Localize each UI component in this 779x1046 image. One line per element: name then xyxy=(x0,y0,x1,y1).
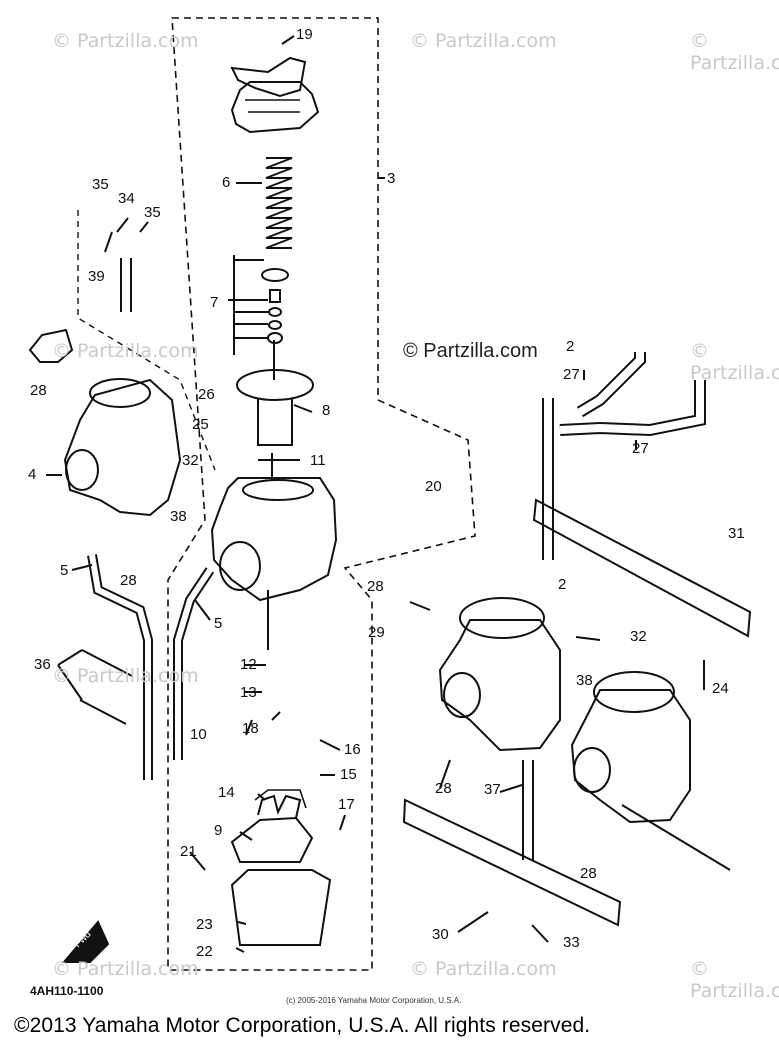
callout-37: 37 xyxy=(484,781,501,798)
callout-31: 31 xyxy=(728,525,745,542)
callout-39: 39 xyxy=(88,268,105,285)
callout-32-left: 32 xyxy=(182,452,199,469)
carb-body-far-right-top xyxy=(593,671,675,713)
callout-30: 30 xyxy=(432,926,449,943)
callout-28-b: 28 xyxy=(120,572,137,589)
callout-24: 24 xyxy=(712,680,729,697)
left-group-dashed xyxy=(77,210,216,471)
small-copyright: (c) 2005-2016 Yamaha Motor Corporation, … xyxy=(286,996,462,1005)
callout-5-left: 5 xyxy=(60,562,69,579)
callout-32-right: 32 xyxy=(630,628,647,645)
callout-6: 6 xyxy=(222,174,231,191)
watermark: © Partzilla.com xyxy=(690,30,779,74)
callout-3: 3 xyxy=(387,170,396,187)
callout-28-e: 28 xyxy=(580,865,597,882)
callout-35b: 35 xyxy=(144,204,161,221)
callout-4: 4 xyxy=(28,466,37,483)
top-cover-bracket xyxy=(230,56,307,98)
callout-12: 12 xyxy=(240,656,257,673)
callout-29: 29 xyxy=(368,624,385,641)
callout-8: 8 xyxy=(322,402,331,419)
diagram-code: 4AH110-1100 xyxy=(30,984,104,998)
callout-21: 21 xyxy=(180,843,197,860)
callout-19: 19 xyxy=(296,26,313,43)
callout-7: 7 xyxy=(210,294,219,311)
watermark: © Partzilla.com xyxy=(52,958,199,980)
carb-body-center xyxy=(210,477,338,602)
callout-38-left: 38 xyxy=(170,508,187,525)
callout-36: 36 xyxy=(34,656,51,673)
spring-6 xyxy=(265,157,293,249)
center-assembly-dashed-outline xyxy=(167,17,476,971)
brand-watermark: © Partzilla.com xyxy=(403,340,538,362)
callout-27: 27 xyxy=(632,440,649,457)
callout-13: 13 xyxy=(240,684,257,701)
callout-2: 2 xyxy=(558,576,567,593)
copyright-footer: ©2013 Yamaha Motor Corporation, U.S.A. A… xyxy=(14,1014,591,1037)
callout-28-d: 28 xyxy=(435,780,452,797)
callout-35: 35 xyxy=(92,176,109,193)
callout-33: 33 xyxy=(563,934,580,951)
callout-28-a: 28 xyxy=(30,382,47,399)
callout-2-top: 2 xyxy=(566,338,575,355)
callout-9: 9 xyxy=(214,822,223,839)
callout-34: 34 xyxy=(118,190,135,207)
callout-26: 26 xyxy=(198,386,215,403)
watermark: © Partzilla.com xyxy=(52,340,199,362)
callout-28-c: 28 xyxy=(367,578,384,595)
callout-38-right: 38 xyxy=(576,672,593,689)
callout-15: 15 xyxy=(340,766,357,783)
callout-22: 22 xyxy=(196,943,213,960)
watermark: © Partzilla.com xyxy=(410,958,557,980)
carb-body-right xyxy=(438,619,561,752)
callout-10: 10 xyxy=(190,726,207,743)
callout-11: 11 xyxy=(310,452,326,469)
watermark: © Partzilla.com xyxy=(52,665,199,687)
carb-body-left xyxy=(63,378,182,517)
callout-14: 14 xyxy=(218,784,235,801)
watermark: © Partzilla.com xyxy=(690,340,779,384)
rail-lower-right xyxy=(402,798,622,927)
rail-upper-right xyxy=(532,498,752,638)
callout-16: 16 xyxy=(344,741,361,758)
carb-body-far-right xyxy=(570,689,691,824)
callout-27-top: 27 xyxy=(563,366,580,383)
fwd-arrow xyxy=(61,920,110,963)
float-bowl xyxy=(230,869,332,946)
callout-25: 25 xyxy=(192,416,209,433)
watermark: © Partzilla.com xyxy=(410,30,557,52)
callout-5-center: 5 xyxy=(214,615,223,632)
top-cover-shape xyxy=(230,81,320,134)
diaphragm-8 xyxy=(236,369,314,401)
callout-23: 23 xyxy=(196,916,213,933)
callout-20: 20 xyxy=(425,478,442,495)
callout-18: 18 xyxy=(242,720,259,737)
callout-17: 17 xyxy=(338,796,355,813)
watermark: © Partzilla.com xyxy=(52,30,199,52)
carb-body-right-top xyxy=(459,597,545,639)
watermark: © Partzilla.com xyxy=(690,958,779,1002)
